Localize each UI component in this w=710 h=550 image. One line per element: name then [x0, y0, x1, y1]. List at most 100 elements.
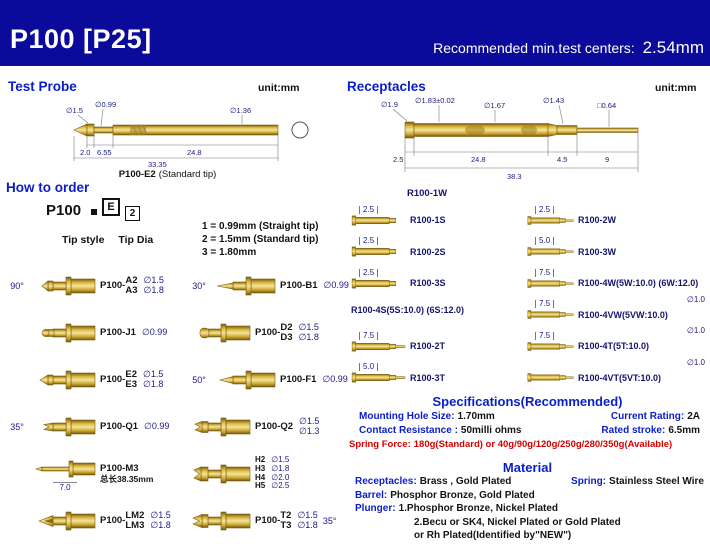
model-code: E3 [125, 378, 137, 390]
variant-model-label: P100-Q1 [100, 421, 138, 432]
receptacle-drawing [527, 371, 575, 384]
spec-row-spring-force: Spring Force:180g(Standard) or 40g/90g/1… [345, 437, 710, 451]
receptacle-item-4s: R100-4S(5S:10.0) (6S:12.0) [347, 295, 523, 327]
order-model: P100 [46, 202, 82, 219]
receptacle-item-3s: 2.5 R100-3S [347, 263, 523, 295]
receptacle-drawing [527, 277, 575, 290]
unit-label-left: unit:mm [258, 82, 300, 94]
receptacle-mount-dim: 2.5 [359, 268, 379, 277]
material-row-plunger-2: 2.Becu or SK4, Nickel Plated or Gold Pla… [345, 516, 710, 530]
dim-l2: 6.55 [97, 148, 112, 157]
material-row-1: Receptacles:Brass , Gold Plated Spring:S… [345, 475, 710, 489]
dim-l3: 24.8 [187, 148, 202, 157]
receptacle-label: R100-2T [410, 341, 446, 352]
variant-dia-labels: ∅1.5∅1.8 [142, 369, 164, 389]
receptacle-item-4vw: ∅1.0 7.5 R100-4VW(5VW:10.0) [523, 295, 709, 327]
model-prefix: P100- [100, 327, 126, 338]
receptacles-heading: Receptacles [347, 79, 426, 94]
material-plunger-value-3: or Rh Plated(Identified by"NEW") [414, 530, 572, 541]
order-tip-dia-box: 2 [125, 206, 140, 221]
model-code: E2 [125, 369, 137, 380]
variant-dia-labels: ∅1.5∅1.8 [298, 322, 319, 342]
current-rating-label: Current Rating: [610, 411, 685, 422]
receptacle-mount-dim: 5.0 [359, 363, 379, 372]
material-row-plunger-3: or Rh Plated(Identified by"NEW") [345, 529, 710, 543]
variant-dia-labels: ∅0.99 [141, 326, 168, 337]
material-receptacles-value: Brass , Gold Plated [419, 476, 512, 487]
receptacle-item-4vt: ∅1.0 R100-4VT(5VT:10.0) [523, 358, 709, 390]
min-test-centers-note: Recommended min.test centers: 2.54mm [433, 38, 704, 58]
header-bar: P100 [P25] Recommended min.test centers:… [0, 0, 710, 66]
receptacle-label: R100-3T [410, 372, 446, 383]
receptacles-header: Receptacles [347, 78, 426, 96]
receptacle-tip-dia: ∅1.0 [686, 357, 705, 367]
probe-j1-drawing [41, 323, 96, 342]
probe-end-view [291, 121, 309, 139]
probe-variant-q1: 35° P100-Q1 ∅0.99 [2, 403, 186, 450]
receptacle-mount-dim: 7.5 [359, 331, 379, 340]
tip-angle-label: 30° [192, 280, 206, 291]
spring-force-label: Spring Force: [349, 439, 411, 450]
material-plunger-value-1: 1.Phosphor Bronze, Nickel Plated [398, 503, 559, 514]
probe-h-drawing [193, 464, 251, 483]
page-title: P100 [P25] [10, 24, 152, 54]
test-probe-drawing: ∅1.5 ∅0.99 ∅1.36 2.0 6.55 24.8 33.35 [66, 100, 309, 169]
caption-model: P100-E2 [118, 169, 156, 180]
material-plunger-value-2: 2.Becu or SK4, Nickel Plated or Gold Pla… [414, 516, 621, 528]
material-section: Material Receptacles:Brass , Gold Plated… [345, 460, 710, 543]
tip-dia-label: Tip Dia [118, 234, 154, 246]
variant-model-label: P100-J1 [100, 327, 136, 338]
receptacle-mount-dim: 7.5 [535, 268, 555, 277]
rdim-l2: 24.8 [471, 155, 486, 164]
receptacle-label: R100-2W [578, 215, 617, 226]
model-code: LM3 [125, 519, 145, 531]
receptacle-drawing [351, 340, 407, 353]
receptacle-drawing [351, 246, 396, 257]
probe-m3-drawing [35, 460, 96, 477]
receptacle-mount-dim: 7.5 [535, 331, 555, 340]
receptacle-tip-dia: ∅1.0 [686, 294, 705, 304]
receptacle-item-2s: 2.5 R100-2S [347, 232, 523, 264]
receptacle-drawing [351, 278, 396, 289]
order-note-3: 3 = 1.80mm [202, 247, 257, 258]
how-to-order-heading: How to order [6, 180, 90, 195]
receptacle-item-2w: 2.5 R100-2W [523, 200, 709, 232]
rdim-dia1: ∅1.9 [381, 100, 398, 109]
variant-dia-labels: ∅1.5∅1.3 [299, 416, 320, 436]
probe-lm-drawing [38, 511, 96, 530]
receptacle-label: R100-3S [410, 278, 446, 289]
model-prefix: P100- [255, 327, 281, 338]
material-row-barrel: Barrel:Phosphor Bronze, Gold Plated [345, 489, 710, 503]
caption-note: (Standard tip) [158, 169, 217, 180]
tip-style-label: Tip style [62, 234, 105, 246]
receptacle-mount-dim: 2.5 [535, 205, 555, 214]
probe-variant-f1: 50° P100-F1 ∅0.99 [186, 356, 348, 403]
receptacle-drawing [351, 371, 407, 384]
receptacle-list: 2.5 R100-1S 2.5 R100-2W 2.5 R100-2S 5.0 … [347, 200, 709, 389]
model-prefix: P100- [100, 280, 126, 291]
receptacle-shape [404, 121, 639, 139]
receptacle-drawing [527, 340, 575, 353]
variant-dia-labels: ∅1.5∅1.8 [150, 510, 171, 530]
tip-angle-label: 35° [322, 515, 337, 526]
variant-dia-labels: ∅1.5∅1.8 [297, 510, 318, 530]
receptacle-mount-dim: 2.5 [359, 205, 379, 214]
receptacle-label: R100-4S(5S:10.0) (6S:12.0) [351, 305, 465, 316]
material-row-plunger: Plunger:1.Phosphor Bronze, Nickel Plated [345, 502, 710, 516]
model-prefix: P100- [280, 374, 306, 385]
probe-a-drawing [41, 276, 96, 295]
receptacle-item-3w: 5.0 R100-3W [523, 232, 709, 264]
tip-angle-label: 90° [10, 280, 24, 291]
model-prefix: P100- [280, 280, 306, 291]
variant-dia-labels: ∅0.99 [322, 373, 348, 384]
order-labels: Tip style Tip Dia [62, 234, 153, 246]
order-note-2: 2 = 1.5mm (Standard tip) [202, 234, 319, 245]
rdim-l4: 9 [605, 155, 609, 164]
receptacle-drawing [527, 245, 575, 258]
specifications-heading: Specifications(Recommended) [432, 394, 623, 409]
model-prefix: P100- [100, 515, 126, 526]
material-barrel-value: Phosphor Bronze, Gold Plated [390, 489, 535, 501]
note-value: 2.54mm [642, 38, 704, 57]
